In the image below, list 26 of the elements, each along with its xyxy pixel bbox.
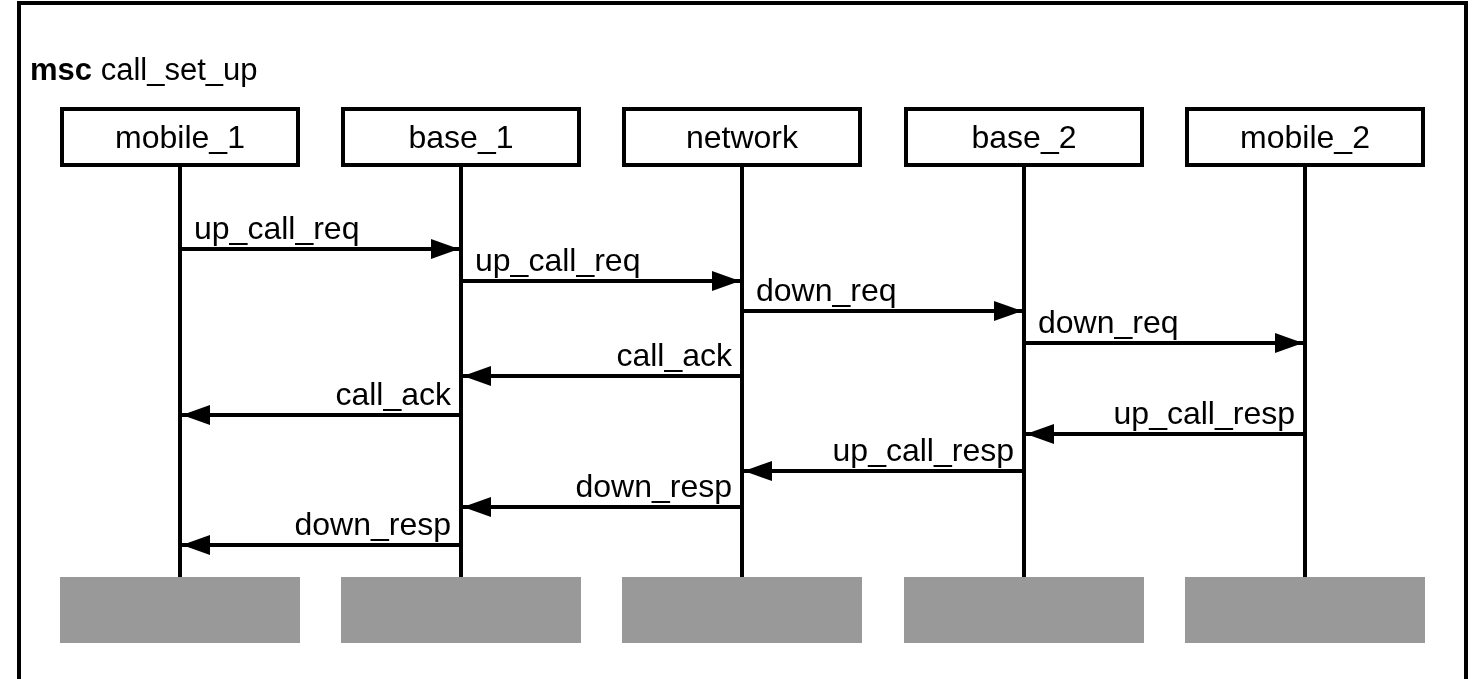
instance-box: network (622, 107, 862, 167)
instance-box: mobile_2 (1185, 107, 1425, 167)
message-arrow (182, 405, 459, 425)
end-bar (622, 577, 862, 643)
instance-box: base_1 (341, 107, 581, 167)
lifeline (1303, 167, 1307, 577)
message-arrow (1026, 333, 1303, 353)
end-bar (341, 577, 581, 643)
end-bar (904, 577, 1144, 643)
message-arrow (182, 535, 459, 555)
lifeline (178, 167, 182, 577)
message-arrow (744, 461, 1022, 481)
message-arrow (182, 239, 459, 259)
message-arrow (463, 366, 740, 386)
diagram-title: msc call_set_up (30, 52, 258, 88)
message-arrow (744, 301, 1022, 321)
lifeline (459, 167, 463, 577)
message-arrow (1026, 424, 1303, 444)
lifeline (740, 167, 744, 577)
message-arrow (463, 271, 740, 291)
lifeline (1022, 167, 1026, 577)
end-bar (60, 577, 300, 643)
end-bar (1185, 577, 1425, 643)
message-arrow (463, 497, 740, 517)
instance-box: mobile_1 (60, 107, 300, 167)
instance-box: base_2 (904, 107, 1144, 167)
